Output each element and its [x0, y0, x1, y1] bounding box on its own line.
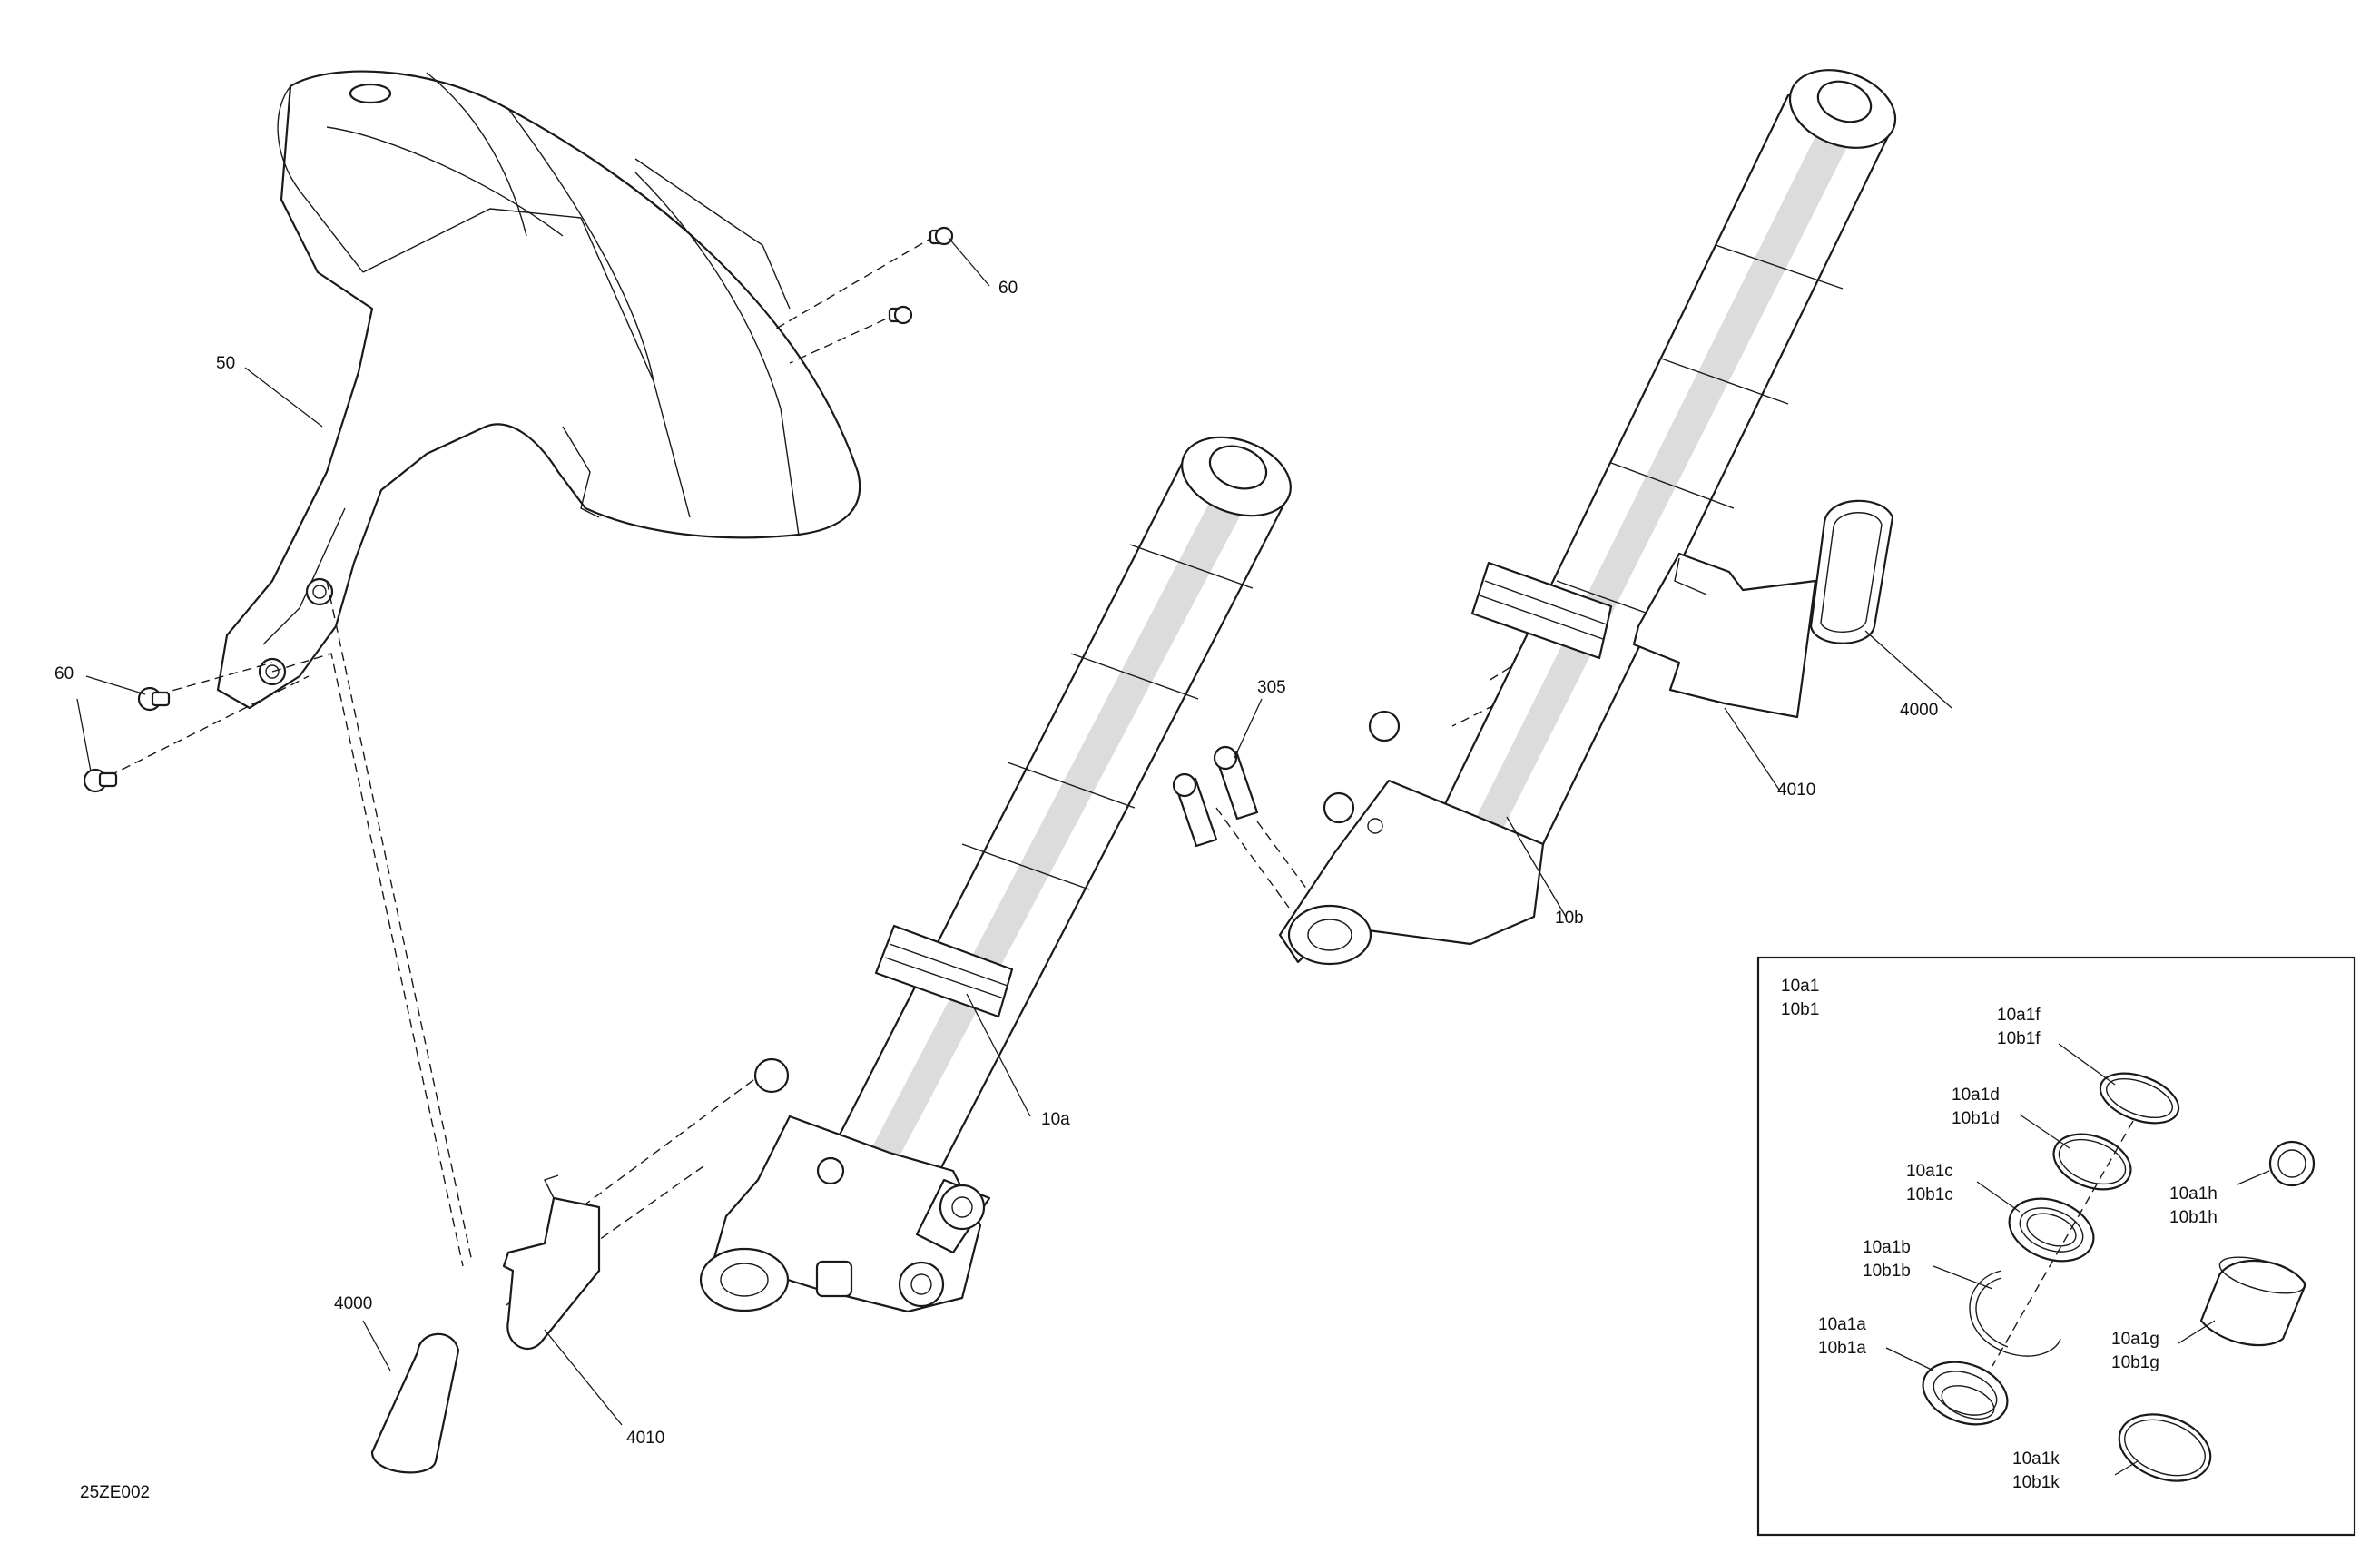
- leader-lines: [76, 237, 1952, 1426]
- screw-60-left-pair: [83, 686, 171, 793]
- label-10b: 10b: [1555, 909, 1584, 928]
- drawing-code: 25ZE002: [80, 1483, 150, 1502]
- part-10a1a-dust-seal: [1922, 1361, 2009, 1426]
- part-10a1f-ring: [2099, 1072, 2180, 1125]
- reflector-4000-left: [370, 1332, 460, 1474]
- reflector-4000-right: [1809, 499, 1894, 644]
- label-4000-left: 4000: [334, 1294, 372, 1313]
- detail-label-g-a: 10a1g: [2111, 1330, 2159, 1349]
- part-10a1b-clip: [1969, 1270, 2061, 1357]
- label-50: 50: [216, 354, 235, 373]
- detail-title-a: 10a1: [1781, 977, 1819, 996]
- part-10a1k-ring: [2118, 1413, 2212, 1482]
- detail-label-c-b: 10b1c: [1906, 1185, 1953, 1204]
- detail-title-b: 10b1: [1781, 1000, 1819, 1019]
- detail-label-h-b: 10b1h: [2169, 1208, 2218, 1227]
- part-10a1d-ring: [2052, 1133, 2132, 1191]
- detail-label-b-b: 10b1b: [1863, 1262, 1911, 1281]
- fork-leg-10a: [699, 436, 1292, 1313]
- front-fender: [216, 70, 861, 710]
- part-10a1h-spring-ring: [2268, 1140, 2316, 1187]
- label-4010-right: 4010: [1777, 781, 1815, 800]
- detail-label-a-b: 10b1a: [1818, 1339, 1866, 1358]
- bolt-305-pair: [1172, 745, 1259, 848]
- screw-60-top-pair: [888, 226, 954, 325]
- label-305: 305: [1257, 678, 1286, 697]
- label-60-left: 60: [54, 664, 74, 683]
- detail-label-k-b: 10b1k: [2012, 1473, 2060, 1492]
- detail-label-f-b: 10b1f: [1997, 1029, 2041, 1048]
- label-4000-right: 4000: [1900, 701, 1938, 720]
- detail-label-a-a: 10a1a: [1818, 1315, 1866, 1334]
- detail-label-f-a: 10a1f: [1997, 1006, 2041, 1025]
- part-10a1g-bushing: [2199, 1256, 2307, 1347]
- detail-label-h-a: 10a1h: [2169, 1184, 2218, 1204]
- label-4010-left: 4010: [626, 1429, 664, 1448]
- detail-label-g-b: 10b1g: [2111, 1353, 2159, 1372]
- detail-box: 10a1 10b1: [1756, 956, 2356, 1537]
- guard-4010-right: [1632, 552, 1817, 719]
- detail-label-c-a: 10a1c: [1906, 1162, 1953, 1181]
- callout-labels: 50 60 60 305 10a 10b 4000 4010 4000 4010…: [54, 279, 1938, 1502]
- detail-label-d-a: 10a1d: [1952, 1086, 2000, 1105]
- label-60-top: 60: [998, 279, 1018, 298]
- guard-4010-left: [502, 1174, 601, 1350]
- fork-leg-10b: [1278, 69, 1897, 966]
- label-10a: 10a: [1041, 1110, 1070, 1129]
- detail-label-d-b: 10b1d: [1952, 1109, 2000, 1128]
- detail-label-b-a: 10a1b: [1863, 1238, 1911, 1257]
- part-10a1c-seal: [2008, 1197, 2095, 1263]
- detail-label-k-a: 10a1k: [2012, 1450, 2060, 1469]
